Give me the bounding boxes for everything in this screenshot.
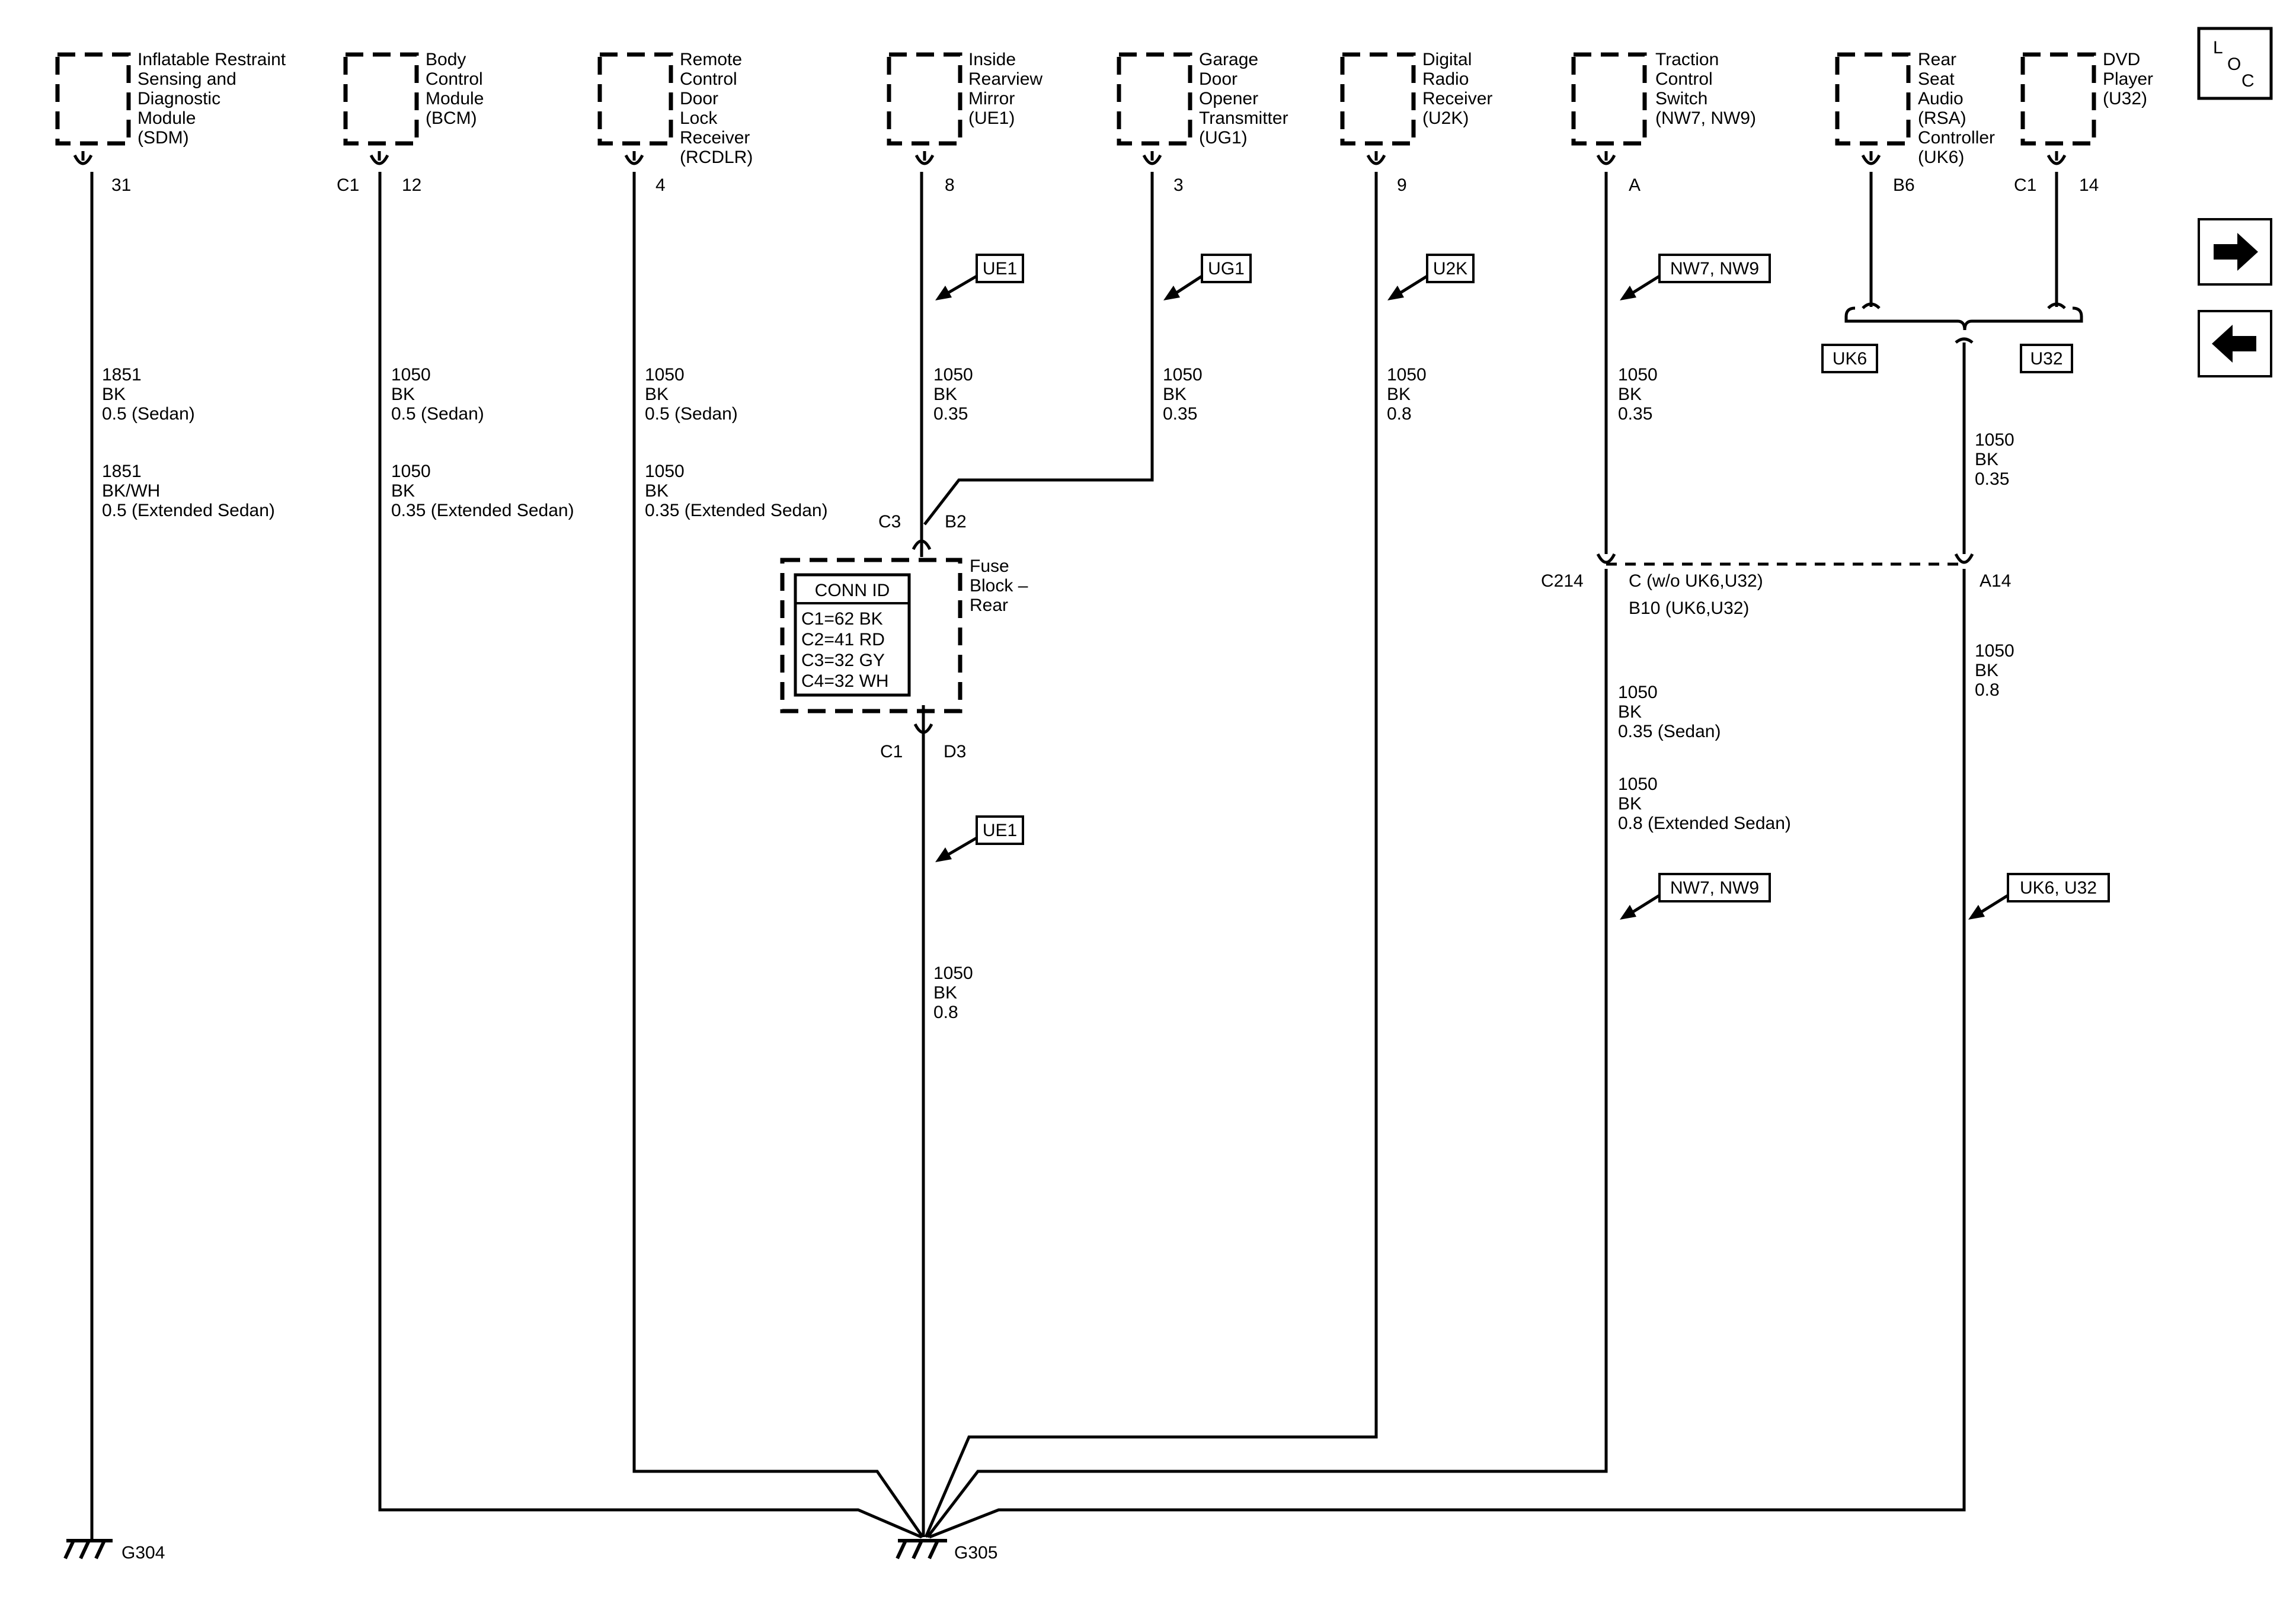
option-tag-ue1: UE1 (935, 254, 1024, 300)
fuse-block-rear: Fuse Block – Rear C3 B2 C1 D3 CONN ID C1… (780, 512, 1033, 761)
svg-text:UE1: UE1 (983, 821, 1017, 840)
component-name: Garage Door Opener Transmitter (UG1) (1199, 50, 1293, 148)
svg-text:UE1: UE1 (983, 259, 1017, 279)
c214-pin-b10: B10 (UK6,U32) (1629, 598, 1749, 618)
conn-id-title: CONN ID (815, 581, 890, 600)
component-garage-door-opener: Garage Door Opener Transmitter (UG1) 3 (1117, 50, 1293, 195)
fuse-in-connector: C3 (878, 512, 901, 532)
connector-id: C1 (2014, 175, 2036, 195)
loc-icon[interactable]: L O C (2197, 27, 2273, 100)
connector-id: C1 (337, 175, 359, 195)
ground-g304: G304 (63, 1539, 165, 1563)
component-name: Inside Rearview Mirror (UE1) (968, 50, 1047, 128)
option-tag-u2k: U2K (1387, 254, 1475, 300)
fuse-out-connector: C1 (880, 742, 903, 761)
component-digital-radio-receiver: Digital Radio Receiver (U2K) 9 (1340, 50, 1498, 195)
component-name: Traction Control Switch (NW7, NW9) (1655, 50, 1756, 128)
component-sdm: Inflatable Restraint Sensing and Diagnos… (55, 50, 290, 195)
svg-text:O: O (2227, 55, 2241, 74)
fuse-out-pin: D3 (944, 742, 966, 761)
c214-pin-c: C (w/o UK6,U32) (1629, 571, 1763, 591)
pin-number: A (1629, 175, 1641, 195)
component-name: Remote Control Door Lock Receiver (RCDLR… (680, 50, 755, 167)
next-arrow-icon[interactable] (2198, 218, 2272, 286)
component-name: DVD Player (U32) (2103, 50, 2158, 108)
svg-text:NW7, NW9: NW7, NW9 (1670, 878, 1759, 898)
svg-text:U2K: U2K (1433, 259, 1467, 279)
component-inside-rearview-mirror: Inside Rearview Mirror (UE1) 8 (887, 50, 1047, 195)
previous-arrow-icon[interactable] (2198, 310, 2272, 377)
svg-text:NW7, NW9: NW7, NW9 (1670, 259, 1759, 279)
c214-pin-a14: A14 (1980, 571, 2011, 591)
option-tag-nw7-nw9: NW7, NW9 (1620, 254, 1771, 300)
wires (90, 172, 2083, 1541)
svg-text:L: L (2213, 38, 2223, 57)
component-name: Digital Radio Receiver (U2K) (1422, 50, 1498, 128)
c214-label: C214 (1541, 571, 1584, 591)
conn-id-list: C1=62 BK C2=41 RD C3=32 GY C4=32 WH (801, 609, 890, 691)
pin-number: 8 (945, 175, 955, 195)
svg-text:UK6, U32: UK6, U32 (2020, 878, 2097, 898)
inline-connector-c214: C214 C (w/o UK6,U32) B10 (UK6,U32) A14 (1541, 542, 2011, 618)
pin-number: 14 (2079, 175, 2099, 195)
pin-number: 3 (1173, 175, 1184, 195)
component-name: Inflatable Restraint Sensing and Diagnos… (137, 50, 290, 148)
option-tag-nw7-nw9-lower: NW7, NW9 (1620, 873, 1771, 920)
ground-g305: G305 (896, 1539, 997, 1563)
pin-number: 31 (111, 175, 131, 195)
component-rear-seat-audio: Rear Seat Audio (RSA) Controller (UK6) B… (1835, 50, 2000, 195)
component-name: Rear Seat Audio (RSA) Controller (UK6) (1918, 50, 2000, 167)
svg-text:U32: U32 (2030, 349, 2062, 369)
ground-label: G304 (121, 1543, 165, 1563)
pin-number: B6 (1893, 175, 1915, 195)
component-dvd-player: DVD Player (U32) C1 14 (2014, 50, 2158, 195)
component-name: Body Control Module (BCM) (426, 50, 489, 128)
svg-text:C: C (2241, 71, 2255, 91)
fuse-in-pin: B2 (945, 512, 967, 532)
svg-text:UG1: UG1 (1208, 259, 1245, 279)
option-tags: UE1 UG1 U2K NW7, NW9 UK6 U32 (935, 254, 2110, 920)
option-tag-ug1: UG1 (1163, 254, 1252, 300)
option-tag-ue1-lower: UE1 (935, 815, 1024, 862)
ground-label: G305 (954, 1543, 997, 1563)
component-traction-control-switch: Traction Control Switch (NW7, NW9) A (1571, 50, 1756, 195)
option-tag-u32: U32 (2020, 344, 2073, 373)
option-tag-uk6-u32: UK6, U32 (1968, 873, 2110, 920)
component-rcdlr: Remote Control Door Lock Receiver (RCDLR… (597, 50, 755, 195)
option-tag-uk6: UK6 (1821, 344, 1878, 373)
svg-text:UK6: UK6 (1833, 349, 1867, 369)
pin-number: 12 (402, 175, 421, 195)
pin-number: 9 (1397, 175, 1407, 195)
fuse-block-name: Fuse Block – Rear (970, 556, 1033, 615)
pin-number: 4 (655, 175, 666, 195)
component-bcm: Body Control Module (BCM) C1 12 (337, 50, 489, 195)
